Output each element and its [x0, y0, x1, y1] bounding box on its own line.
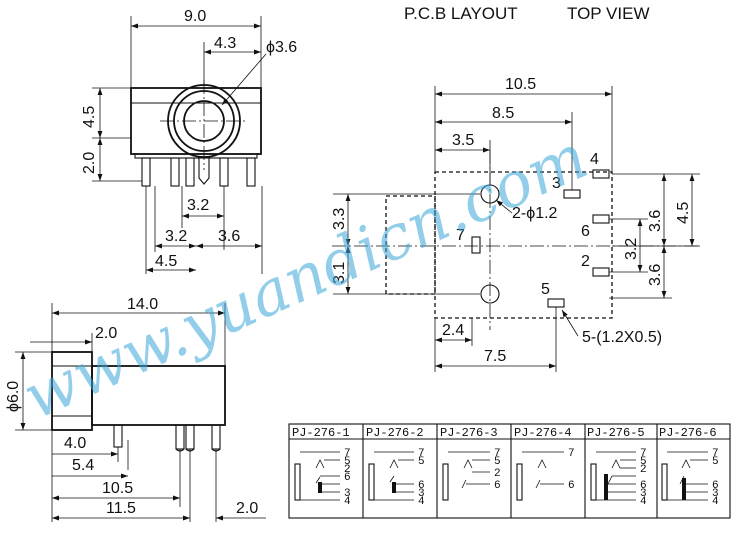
svg-text:4: 4 [418, 496, 425, 508]
schematic-1: 7 5 2 6 3 4 [294, 448, 351, 508]
pcb-pads-label: 5-(1.2X0.5) [582, 329, 662, 346]
pcb-pin-gap-c-label: 3.6 [647, 264, 664, 286]
svg-text:2: 2 [494, 468, 501, 480]
svg-text:7: 7 [494, 448, 501, 460]
pad-2 [592, 267, 610, 277]
svg-text:5: 5 [418, 456, 425, 468]
side-diameter-label: ϕ6.0 [5, 381, 22, 412]
pcb-hole-bottom [480, 284, 500, 304]
pcb-layout: 4 3 6 2 7 5 10.5 8.5 3.5 3.3 3.1 2-ϕ1.2 [331, 76, 700, 372]
model-5: PJ-276-5 [587, 426, 645, 440]
svg-text:2: 2 [344, 464, 351, 476]
model-4: PJ-276-4 [514, 426, 572, 440]
pad-4 [592, 169, 610, 179]
schematic-5: 7 5 2 6 3 4 [590, 448, 647, 508]
svg-text:4: 4 [344, 496, 351, 508]
svg-text:7: 7 [344, 448, 351, 460]
svg-text:5: 5 [712, 456, 719, 468]
pcb-bottom-24-label: 2.4 [442, 322, 464, 339]
front-height-lower-label: 2.0 [81, 152, 98, 174]
pad-label-5: 5 [541, 281, 550, 298]
front-pin-left-label: 3.2 [165, 228, 187, 245]
svg-text:4: 4 [640, 496, 647, 508]
schematic-table-frame [288, 423, 731, 519]
pcb-width-35-label: 3.5 [452, 132, 474, 149]
top-view-title: TOP VIEW [567, 4, 650, 23]
pcb-dim-33-label: 3.3 [331, 208, 348, 230]
pcb-pin-gap-b-label: 3.2 [623, 238, 640, 260]
svg-text:6: 6 [344, 472, 351, 484]
pad-label-3: 3 [552, 175, 561, 192]
side-nose-outline [51, 351, 93, 431]
svg-text:3: 3 [640, 488, 647, 500]
svg-text:7: 7 [568, 448, 575, 460]
svg-text:7: 7 [418, 448, 425, 460]
front-pins [141, 157, 256, 187]
svg-text:4: 4 [712, 496, 719, 508]
pcb-total-width-label: 10.5 [505, 76, 536, 93]
svg-text:6: 6 [418, 480, 425, 492]
svg-text:5: 5 [640, 456, 647, 468]
pad-7 [471, 236, 481, 254]
svg-text:6: 6 [568, 480, 575, 492]
model-2: PJ-276-2 [366, 426, 424, 440]
pad-label-2: 2 [581, 253, 590, 270]
front-view: 9.0 4.3 ϕ3.6 4.5 2.0 3.2 3.2 3.6 4.5 [81, 8, 297, 274]
side-pin-a-label: 4.0 [64, 435, 86, 452]
svg-text:3: 3 [712, 488, 719, 500]
pad-6 [592, 214, 610, 224]
pcb-right-45-label: 4.5 [675, 202, 692, 224]
pcb-width-85-label: 8.5 [492, 105, 514, 122]
side-pin-c-label: 10.5 [102, 480, 133, 497]
svg-text:7: 7 [712, 448, 719, 460]
front-height-upper-label: 4.5 [81, 106, 98, 128]
svg-text:5: 5 [494, 456, 501, 468]
pad-label-4: 4 [590, 151, 599, 168]
schematic-table: PJ-276-1 PJ-276-2 PJ-276-3 PJ-276-4 PJ-2… [288, 423, 731, 519]
model-6: PJ-276-6 [659, 426, 717, 440]
side-pins [113, 424, 221, 452]
side-pin-b-label: 5.4 [72, 457, 94, 474]
svg-text:2: 2 [640, 464, 647, 476]
schematic-6: 7 5 6 3 4 [661, 448, 719, 508]
side-view: 14.0 2.0 ϕ6.0 4.0 5.4 10.5 11.5 2.0 [5, 296, 266, 522]
front-pin-offset-label: 4.5 [155, 253, 177, 270]
pcb-pin-gap-a-label: 3.6 [647, 210, 664, 232]
pad-5 [547, 298, 565, 308]
schematic-3: 7 5 2 6 [442, 448, 501, 501]
side-pin-d-label: 11.5 [106, 500, 136, 517]
svg-text:6: 6 [494, 480, 501, 492]
model-3: PJ-276-3 [440, 426, 498, 440]
pcb-bottom-75-label: 7.5 [484, 348, 506, 365]
pcb-layout-title: P.C.B LAYOUT [404, 4, 518, 23]
svg-text:3: 3 [344, 488, 351, 500]
svg-text:6: 6 [640, 480, 647, 492]
pad-label-7: 7 [456, 227, 465, 244]
svg-text:7: 7 [640, 448, 647, 460]
svg-text:3: 3 [418, 488, 425, 500]
front-pin-right-label: 3.6 [218, 228, 240, 245]
pcb-holes-label: 2-ϕ1.2 [512, 205, 558, 222]
front-hole-label: ϕ3.6 [266, 39, 297, 56]
pcb-dim-31-label: 3.1 [331, 262, 348, 284]
pad-label-6: 6 [581, 223, 590, 240]
front-width-label: 9.0 [184, 8, 206, 25]
svg-text:5: 5 [344, 456, 351, 468]
side-pin-end-label: 2.0 [236, 500, 258, 517]
front-pin-center-label: 3.2 [187, 197, 209, 214]
schematic-4: 7 6 [516, 448, 575, 501]
schematic-2: 7 5 6 3 4 [368, 448, 425, 508]
svg-text:6: 6 [712, 480, 719, 492]
side-length-label: 14.0 [127, 296, 158, 313]
model-1: PJ-276-1 [292, 426, 350, 440]
side-nose-label: 2.0 [95, 325, 117, 342]
front-offset-label: 4.3 [214, 35, 236, 52]
